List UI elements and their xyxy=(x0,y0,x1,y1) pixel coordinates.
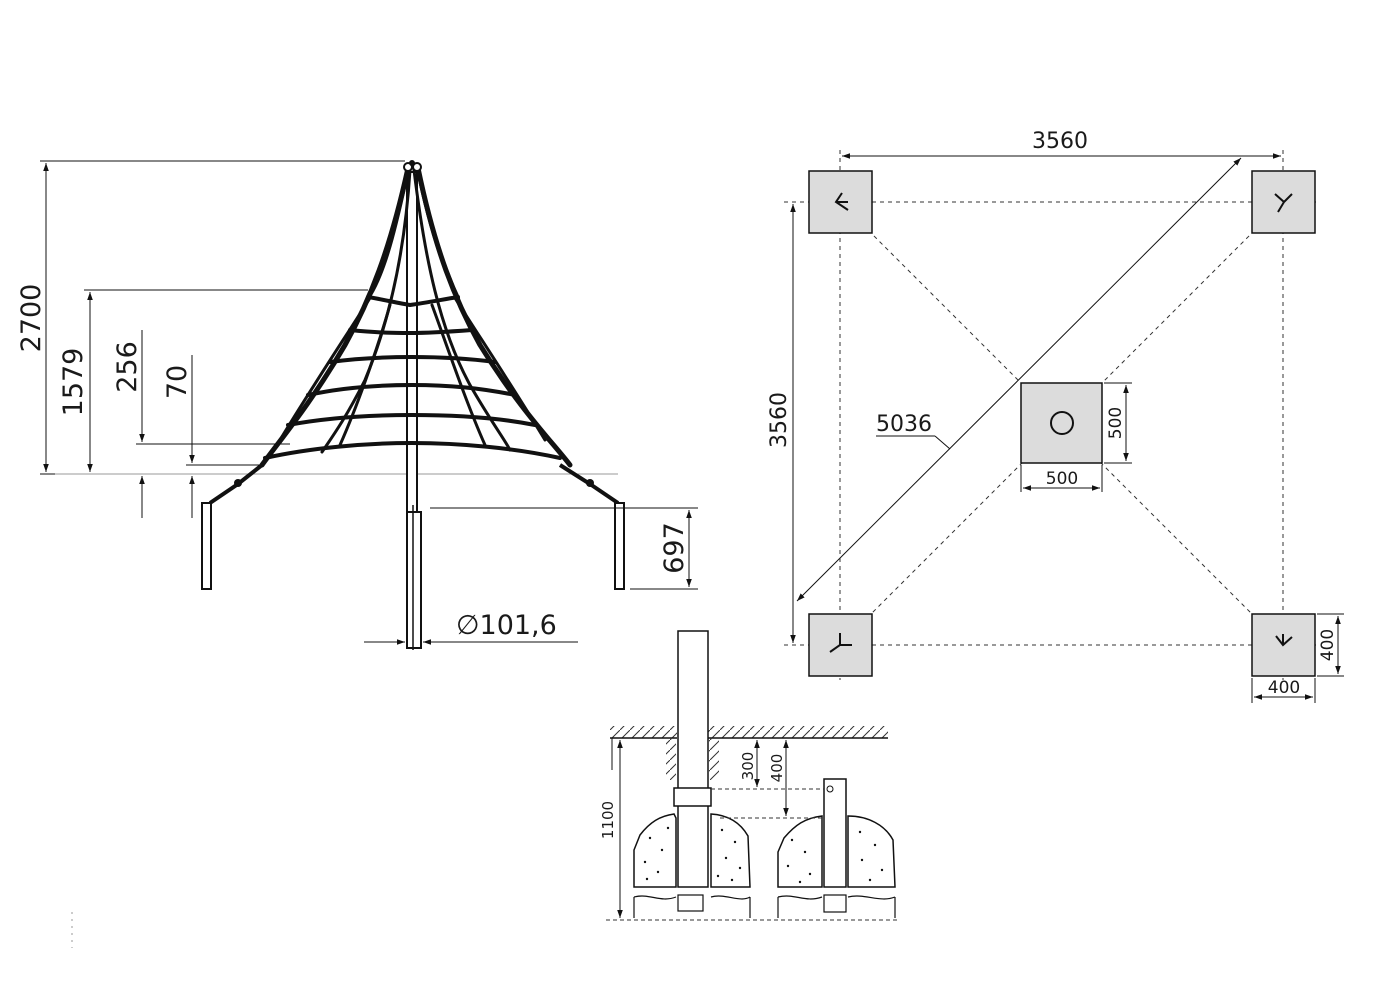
dim-label-2700: 2700 xyxy=(16,284,47,353)
dim-label-256: 256 xyxy=(112,341,143,393)
dim-label-400: 400 xyxy=(768,754,786,783)
anchor-right xyxy=(558,463,625,590)
dimension-697: 697 xyxy=(430,507,698,590)
dimension-plan-depth: 3560 xyxy=(767,204,796,643)
dim-label-1100: 1100 xyxy=(599,801,617,839)
dimension-1100: 1100 xyxy=(599,740,623,918)
dim-label-plan-depth: 3560 xyxy=(767,392,792,448)
detail-main-pole xyxy=(673,630,712,912)
top-knot xyxy=(403,160,422,172)
concrete-block-anchor xyxy=(777,815,896,918)
dim-label-1579: 1579 xyxy=(58,348,89,417)
dimension-plan-diagonal: 5036 xyxy=(796,157,1242,602)
ground-surface xyxy=(610,726,888,780)
dimension-center-footing-height: 500 xyxy=(1104,382,1132,464)
central-pole xyxy=(406,171,422,650)
dimension-70: 70 xyxy=(162,355,262,518)
plan-view: 3560 3560 5036 500 500 xyxy=(767,129,1344,703)
dim-label-plan-width: 3560 xyxy=(1032,129,1088,154)
corner-footing-bottom-left xyxy=(808,613,873,677)
dim-label-corner-footing-width: 400 xyxy=(1268,678,1300,698)
dimension-pole-diameter: ∅101,6 xyxy=(364,610,578,645)
dimension-1579: 1579 xyxy=(58,289,368,472)
pyramid-net xyxy=(259,165,573,468)
corner-footing-bottom-right xyxy=(1251,613,1316,677)
concrete-block-pole xyxy=(633,813,751,918)
corner-footing-top-left xyxy=(808,170,873,234)
dim-label-697: 697 xyxy=(659,522,690,574)
dimension-center-footing-width: 500 xyxy=(1020,465,1103,492)
dim-label-corner-footing-height: 400 xyxy=(1318,629,1338,661)
dimension-plan-width: 3560 xyxy=(842,129,1281,159)
dim-label-70: 70 xyxy=(162,365,193,399)
detail-anchor-post xyxy=(823,778,847,913)
dimension-300: 300 xyxy=(739,740,760,787)
foundation-detail: 1100 300 400 xyxy=(599,630,900,921)
dim-label-center-footing-width: 500 xyxy=(1046,469,1078,489)
dim-label-plan-diagonal: 5036 xyxy=(876,412,932,437)
dimension-corner-footing-height: 400 xyxy=(1317,613,1344,677)
dimension-corner-footing-width: 400 xyxy=(1251,678,1316,703)
dimension-2700: 2700 xyxy=(16,160,405,475)
side-view: 2700 1579 256 70 697 xyxy=(16,160,698,650)
dim-label-center-footing-height: 500 xyxy=(1106,407,1126,439)
dimension-256: 256 xyxy=(112,330,290,518)
center-footing xyxy=(1020,382,1103,464)
dim-label-pole-diameter: ∅101,6 xyxy=(456,610,557,641)
anchor-left xyxy=(201,463,264,590)
dimension-400: 400 xyxy=(768,740,789,816)
corner-footing-top-right xyxy=(1251,170,1316,234)
dim-label-300: 300 xyxy=(739,752,757,781)
